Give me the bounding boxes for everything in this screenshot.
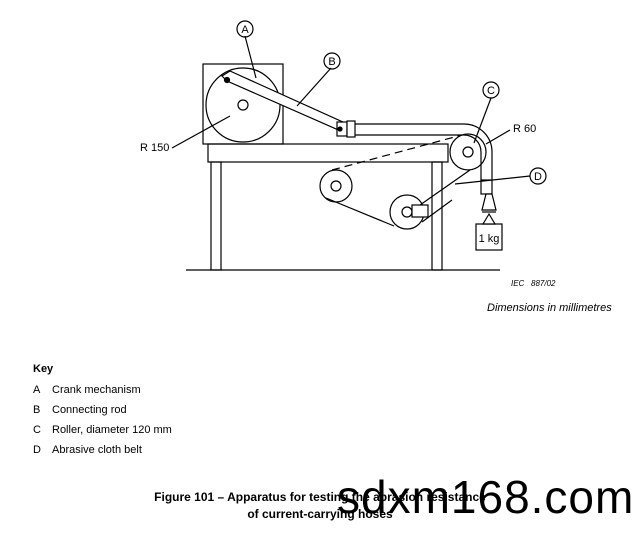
- pulley-right-axle: [401, 206, 413, 218]
- key-text: Roller, diameter 120 mm: [52, 424, 172, 436]
- r60-leader: [485, 129, 511, 145]
- callout-a-label: A: [241, 24, 249, 36]
- roller-c-axle: [462, 146, 474, 158]
- hose-bend-inner: [463, 134, 482, 180]
- dimensions-note: Dimensions in millimetres: [487, 302, 612, 314]
- figure-caption-line1: Figure 101 – Apparatus for testing the a…: [154, 490, 486, 504]
- crank-axle: [237, 99, 249, 111]
- key-item: B Connecting rod: [33, 404, 127, 416]
- belt-right-inner: [421, 199, 453, 223]
- key-item: A Crank mechanism: [33, 384, 141, 396]
- callout-b-circle: [323, 52, 341, 70]
- key-text: Crank mechanism: [52, 384, 141, 396]
- callout-b-leader: [296, 67, 332, 107]
- rod-pivot: [223, 76, 231, 84]
- hose-end: [480, 179, 493, 195]
- roller-c: [449, 133, 487, 171]
- pulley-left-axle: [330, 180, 342, 192]
- crank-housing: [202, 63, 284, 145]
- watermark: sdxm168.com: [337, 471, 635, 523]
- weight-top: [481, 212, 497, 225]
- key-letter: B: [33, 404, 41, 416]
- table-leg-right: [431, 161, 443, 271]
- key-letter: C: [33, 424, 41, 436]
- key-text: Abrasive cloth belt: [52, 444, 142, 456]
- r150-label: R 150: [140, 142, 169, 154]
- pulley-bracket: [411, 204, 429, 218]
- key-item: C Roller, diameter 120 mm: [33, 424, 172, 436]
- key-title: Key: [33, 363, 54, 375]
- pulley-left: [319, 169, 353, 203]
- r60-label: R 60: [513, 123, 536, 135]
- callout-b-label: B: [328, 56, 335, 68]
- table-top: [207, 143, 449, 163]
- callout-c-leader: [473, 97, 492, 144]
- figure-ref: IEC 887/02: [511, 279, 556, 288]
- key-letter: A: [33, 384, 41, 396]
- table-leg-left: [210, 161, 222, 271]
- belt-upper-dashed: [331, 134, 463, 171]
- callout-a-circle: [236, 20, 254, 38]
- callout-c-label: C: [487, 85, 495, 97]
- key-text: Connecting rod: [52, 404, 127, 416]
- callout-d-circle: [529, 167, 547, 185]
- figure-caption-line2: of current-carrying hoses: [247, 507, 393, 521]
- weight-hook: [481, 193, 497, 211]
- key-item: D Abrasive cloth belt: [33, 444, 142, 456]
- callout-a-leader: [244, 35, 257, 79]
- key-letter: D: [33, 444, 41, 456]
- belt-right: [419, 169, 471, 206]
- crank-disc: [205, 67, 281, 143]
- belt-lower: [325, 197, 395, 227]
- rod-clamp: [346, 120, 356, 138]
- coupling-pin: [337, 126, 343, 132]
- weight-label: 1 kg: [479, 233, 500, 245]
- callout-d-leader: [454, 175, 531, 185]
- callout-d-label: D: [534, 171, 542, 183]
- apparatus-diagram: A B C D R 150 R 60 1 kg IEC 887/02: [140, 20, 556, 288]
- callout-c-circle: [482, 81, 500, 99]
- hose-bend-outer: [463, 123, 493, 180]
- r150-leader: [171, 115, 231, 149]
